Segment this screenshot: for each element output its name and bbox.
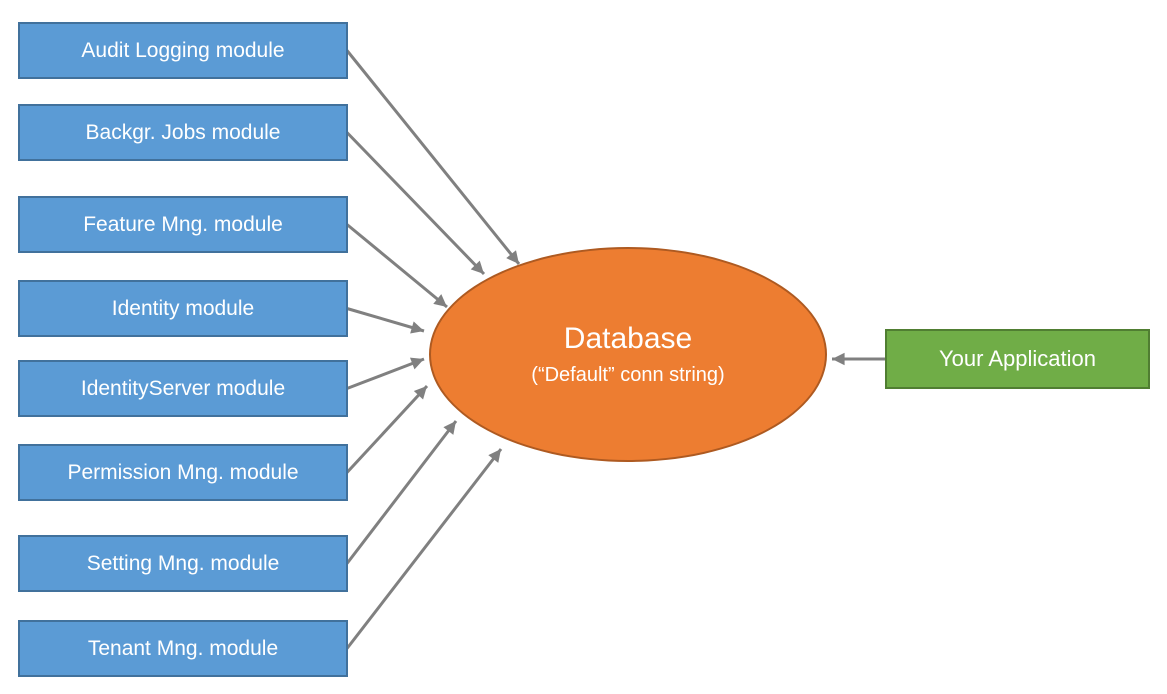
database-title: Database — [563, 321, 693, 355]
connector-arrow-backgr-jobs-to-database — [345, 131, 486, 276]
module-box-permission-mng: Permission Mng. module — [18, 444, 348, 501]
connector-arrow-identityserver-to-database — [346, 357, 425, 390]
application-label: Your Application — [939, 346, 1096, 371]
connector-arrow-audit-logging-to-database — [345, 49, 521, 265]
module-box-feature-mng: Feature Mng. module — [18, 196, 348, 253]
connector-arrow-setting-mng-to-database — [345, 420, 458, 565]
module-label: Permission Mng. module — [67, 460, 299, 484]
connector-arrow-identity-to-database — [346, 307, 425, 334]
module-label: Backgr. Jobs module — [85, 120, 281, 144]
database-subtitle: (“Default” conn string) — [531, 364, 725, 387]
database-ellipse: Database (“Default” conn string) — [429, 247, 827, 462]
application-box: Your Application — [885, 329, 1150, 389]
module-label: Setting Mng. module — [86, 551, 280, 575]
module-box-audit-logging: Audit Logging module — [18, 22, 348, 79]
module-label: Tenant Mng. module — [87, 636, 279, 660]
module-label: Identity module — [111, 296, 255, 320]
connector-arrow-permission-mng-to-database — [345, 384, 429, 474]
module-box-identity: Identity module — [18, 280, 348, 337]
connector-arrow-feature-mng-to-database — [346, 223, 448, 309]
module-box-setting-mng: Setting Mng. module — [18, 535, 348, 592]
module-box-tenant-mng: Tenant Mng. module — [18, 620, 348, 677]
connector-arrow-tenant-mng-to-database — [345, 448, 503, 650]
module-label: Feature Mng. module — [83, 212, 283, 236]
module-label: Audit Logging module — [81, 38, 285, 62]
module-label: IdentityServer module — [80, 376, 286, 400]
module-box-backgr-jobs: Backgr. Jobs module — [18, 104, 348, 161]
module-box-identityserver: IdentityServer module — [18, 360, 348, 417]
